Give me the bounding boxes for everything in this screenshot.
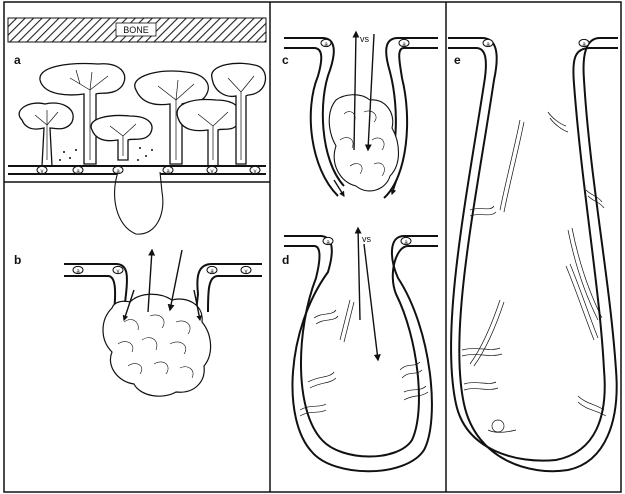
vessel-marker: v: [117, 269, 120, 275]
panel-a: BONE a: [4, 18, 270, 234]
sinusoid-mass-c: [329, 95, 398, 191]
sprouts-e: [462, 112, 606, 432]
panel-e: e a a: [448, 38, 618, 471]
vessel-loop-e: [448, 38, 618, 471]
vessel-marker: v: [41, 169, 44, 175]
panel-label-d: d: [282, 253, 289, 267]
vessel-marker: v: [211, 169, 214, 175]
vs-label-c: vs: [360, 34, 370, 44]
vessel-markers-e: a a: [483, 39, 589, 48]
panel-b: b a v a: [14, 250, 262, 396]
vessel-marker: v: [245, 269, 248, 275]
vessel-marker: v: [254, 169, 257, 175]
panel-label-a: a: [14, 53, 21, 67]
vessel-markers-b: a v a v: [73, 266, 251, 275]
panel-label-b: b: [14, 253, 21, 267]
sprouts-d: [300, 300, 428, 416]
panel-label-e: e: [454, 53, 461, 67]
panel-label-c: c: [282, 53, 289, 67]
bone-label: BONE: [123, 25, 149, 35]
panel-d: d vs a a: [282, 228, 438, 471]
vs-label-d: vs: [362, 234, 372, 244]
vessel-loop-d: [284, 236, 438, 471]
flow-arrows-d: [358, 228, 378, 360]
panel-c: c vs a a: [282, 32, 438, 198]
